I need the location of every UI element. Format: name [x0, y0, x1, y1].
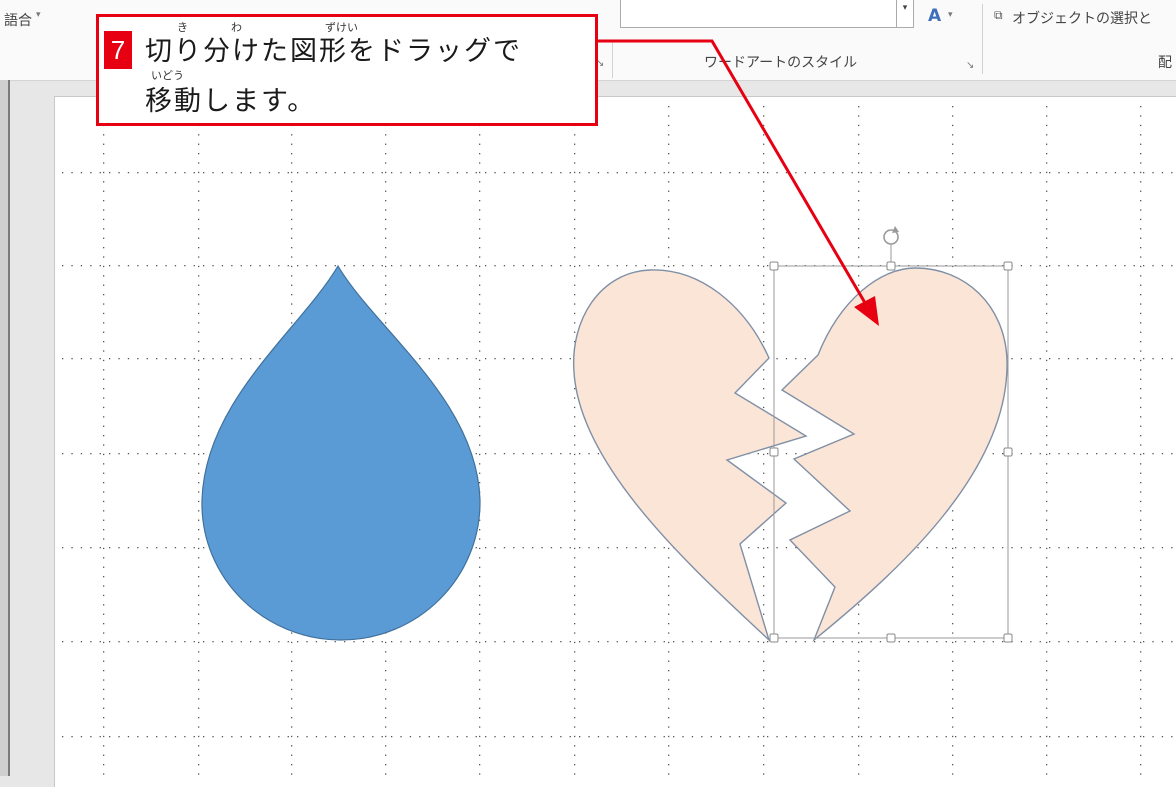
ruby-wa: わ	[231, 21, 242, 34]
scrollbar-left-edge	[0, 80, 10, 776]
resize-handles[interactable]	[769, 261, 1013, 643]
resize-handle[interactable]	[769, 633, 779, 643]
resize-handle[interactable]	[1003, 633, 1013, 643]
resize-handle[interactable]	[769, 447, 779, 457]
resize-handle[interactable]	[886, 261, 896, 271]
chevron-down-icon[interactable]: ▾	[948, 10, 953, 20]
chevron-down-icon[interactable]: ▾	[36, 10, 41, 20]
wordart-group-label: ワードアートのスタイル	[704, 55, 858, 71]
heart-right-half[interactable]	[780, 267, 1008, 643]
dialog-launcher-icon[interactable]: ↘	[966, 60, 975, 71]
ruby-zukei: ずけい	[325, 21, 358, 34]
selection-pane-icon[interactable]: ⧉	[994, 8, 1003, 22]
heart-left-half[interactable]	[572, 269, 808, 643]
resize-handle[interactable]	[769, 261, 779, 271]
instruction-callout: 7 き わ ずけい 切り分けた図形をドラッグで いどう 移動します。	[96, 14, 598, 126]
resize-handle[interactable]	[886, 633, 896, 643]
ribbon-dropdown-field[interactable]: ▾	[620, 0, 914, 28]
ruby-ki: き	[177, 21, 188, 34]
text-fill-icon[interactable]: A	[928, 6, 942, 26]
callout-line-2: 移動します。	[145, 86, 317, 117]
step-number-badge: 7	[104, 31, 132, 69]
rotate-icon[interactable]	[883, 226, 899, 245]
teardrop-shape[interactable]	[201, 264, 481, 641]
arrange-group-label: 配	[1158, 55, 1172, 71]
dialog-launcher-icon[interactable]: ↘	[596, 58, 605, 69]
chevron-down-icon[interactable]: ▾	[896, 0, 913, 27]
resize-handle[interactable]	[1003, 261, 1013, 271]
ruby-idou: いどう	[151, 69, 184, 82]
ribbon-separator	[982, 4, 983, 74]
ribbon-left-group-label[interactable]: 語合	[4, 13, 32, 29]
selection-pane-button[interactable]: オブジェクトの選択と	[1012, 11, 1152, 27]
callout-arrow	[598, 39, 879, 326]
callout-line-1: 切り分けた図形をドラッグで	[145, 36, 522, 67]
ribbon-separator	[612, 40, 613, 78]
resize-handle[interactable]	[1003, 447, 1013, 457]
